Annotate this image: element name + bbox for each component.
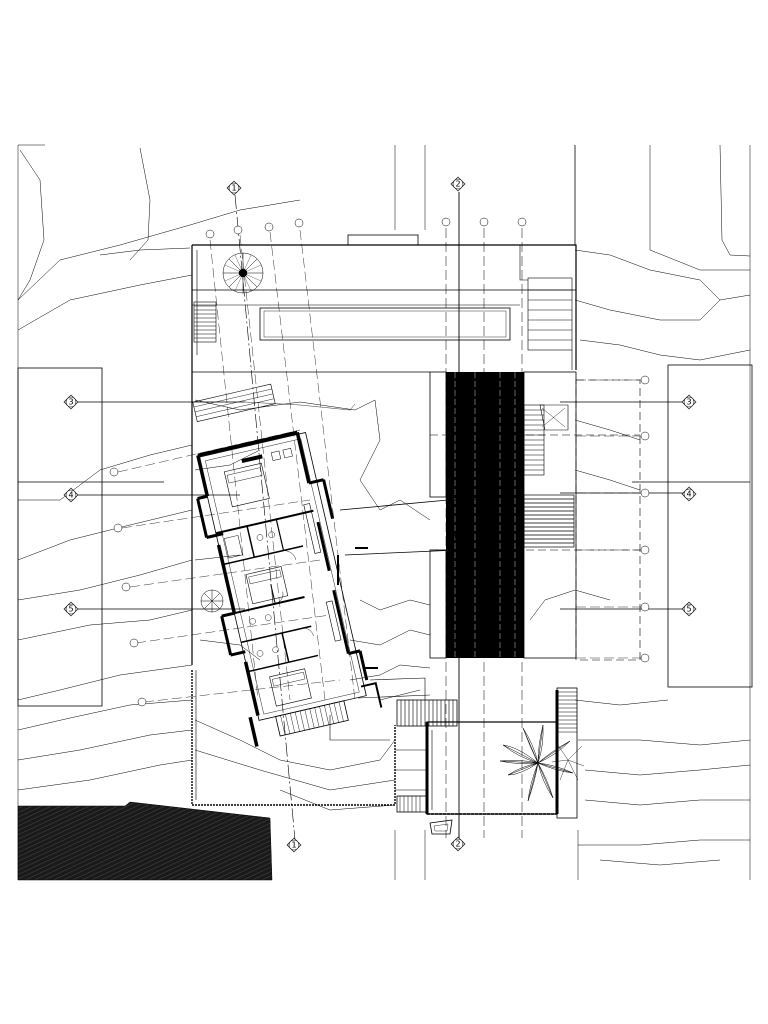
grid-bubble-left-3: 3 (63, 394, 79, 410)
grid-label-right-4: 4 (686, 490, 691, 499)
stair-east-upper (523, 404, 569, 476)
grid-bubble-left-5: 5 (63, 601, 79, 617)
neighbour-building-east (667, 364, 753, 688)
property-boundary (17, 144, 751, 880)
topographic-contours (17, 144, 751, 866)
neighbour-building-west (17, 367, 103, 707)
north-arrow-symbol (222, 252, 264, 294)
stair-northwest (193, 301, 217, 343)
misc-detail-marks (329, 547, 431, 741)
grid-bubble-bottom-1: 1 (286, 837, 302, 853)
grid-bubble-bottom-2: 2 (450, 836, 466, 852)
secondary-grid-bubbles (109, 217, 650, 707)
grid-bubble-top-2: 2 (450, 176, 466, 192)
grid-lines (18, 192, 750, 841)
main-building-rotated (192, 383, 383, 747)
lower-east-block (395, 687, 578, 835)
grid-label-right-5: 5 (686, 605, 691, 614)
grid-bubble-right-5: 5 (681, 601, 697, 617)
grid-label-top-2: 2 (455, 180, 460, 189)
grid-bubble-left-4: 4 (63, 487, 79, 503)
grid-line-1 (234, 194, 296, 841)
hatched-terrain-area (17, 801, 273, 881)
grid-bubble-right-3: 3 (681, 394, 697, 410)
grid-label-bottom-1: 1 (291, 841, 296, 850)
palm-tree-small-east (551, 741, 585, 781)
grid-label-left-5: 5 (68, 605, 73, 614)
stair-east-middle (523, 494, 575, 548)
swimming-pool (259, 307, 511, 341)
grid-label-right-3: 3 (686, 398, 691, 407)
stair-northeast (519, 245, 573, 370)
grid-bubble-right-4: 4 (681, 486, 697, 502)
grid-bubble-top-1: 1 (226, 180, 242, 196)
grid-label-left-4: 4 (68, 491, 73, 500)
grid-label-left-3: 3 (68, 398, 73, 407)
round-tree-west (200, 589, 224, 613)
grid-label-bottom-2: 2 (455, 840, 460, 849)
grid-label-top-1: 1 (231, 184, 236, 193)
palm-tree-large (499, 724, 574, 802)
